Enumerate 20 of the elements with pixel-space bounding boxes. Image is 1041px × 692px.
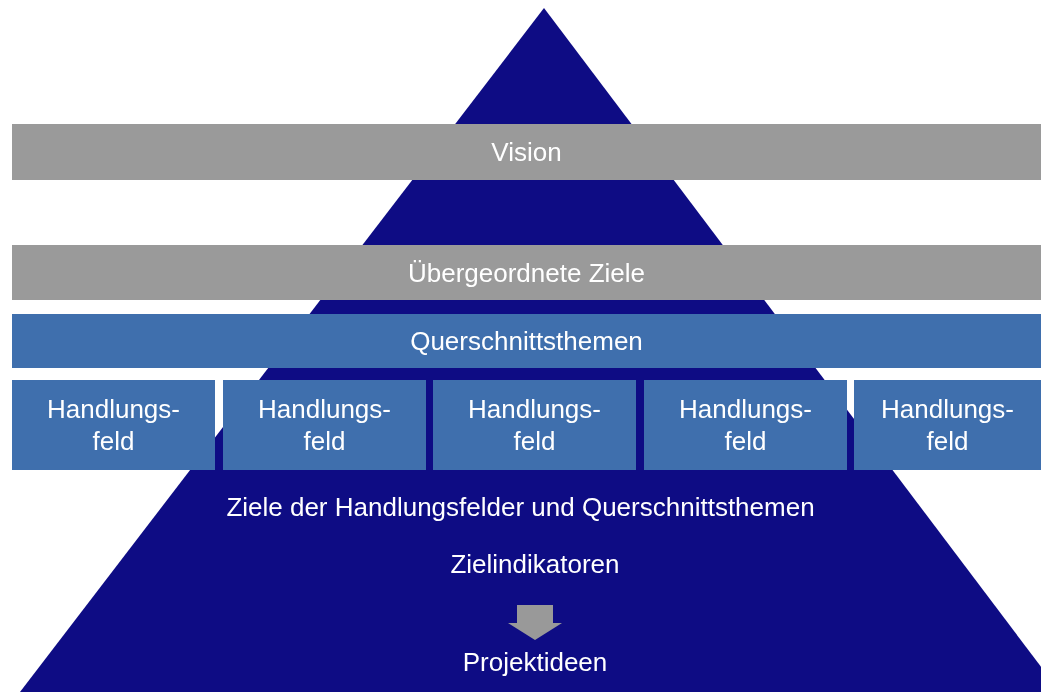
down-arrow [508,605,562,640]
band-label: Vision [491,136,562,168]
band-label: Handlungs- feld [880,393,1015,457]
level-label: Projektideen [462,646,608,679]
level-label: Ziele der Handlungsfelder und Querschnittsthemen [225,492,816,522]
field-box [223,380,426,470]
level-label: Zielindikatoren [450,548,620,580]
field-box [433,380,636,470]
band-label: Handlungs- feld [678,393,813,457]
level-band [12,245,1041,300]
band-label: Handlungs- feld [46,393,181,457]
field-box [644,380,847,470]
level-band [12,314,1041,368]
band-label: Übergeordnete Ziele [407,256,645,289]
field-box [854,380,1041,470]
band-label: Querschnittsthemen [410,325,643,357]
level-band [12,124,1041,180]
field-box [12,380,215,470]
band-label: Handlungs- feld [467,393,602,457]
band-label: Handlungs- feld [257,393,392,457]
